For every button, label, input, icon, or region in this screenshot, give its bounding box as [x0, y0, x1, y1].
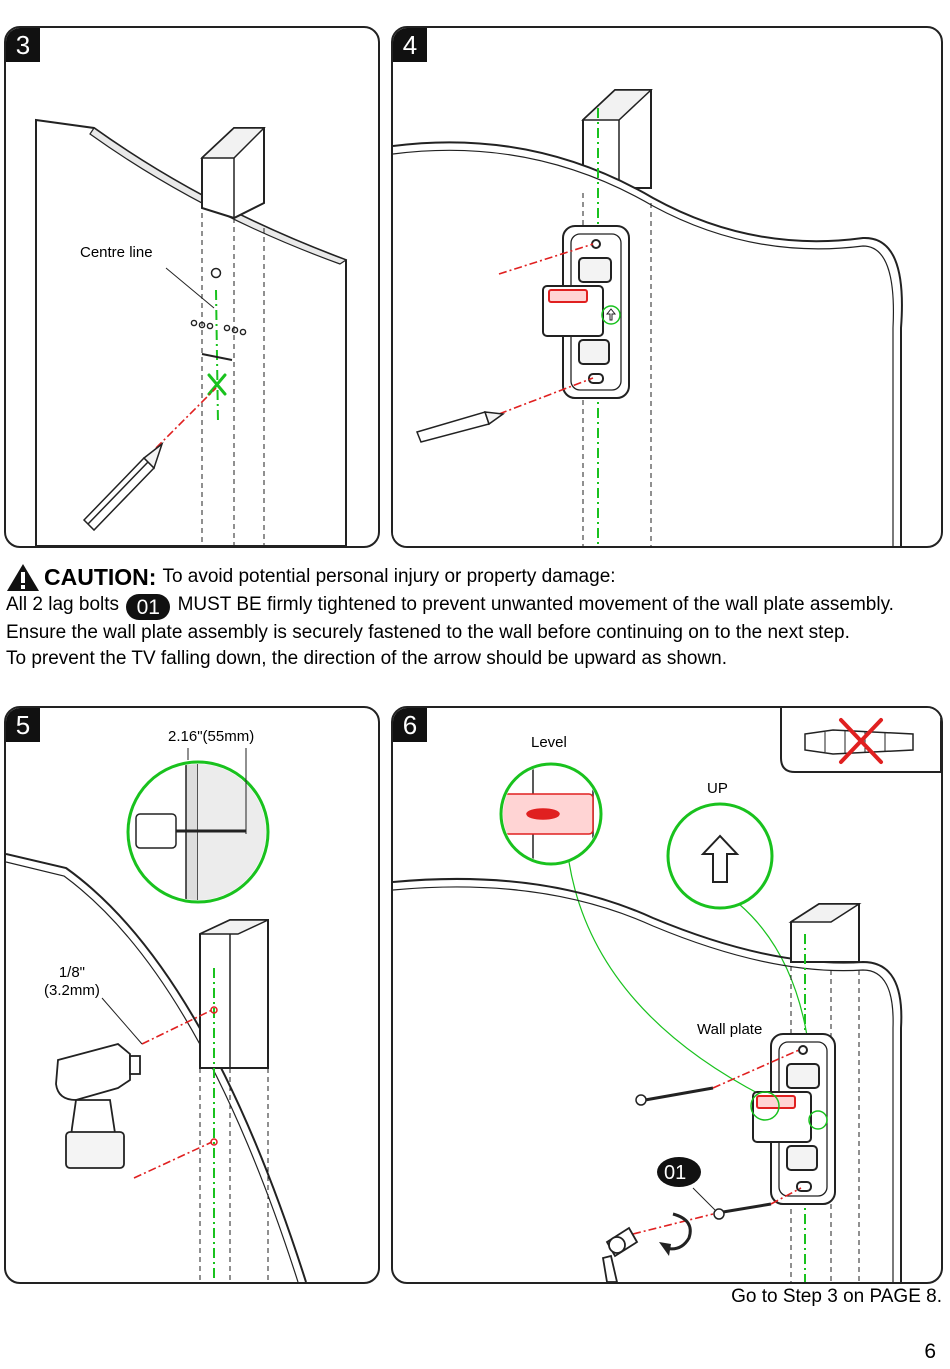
pencil-icon [415, 411, 506, 443]
step-3-panel: 3 Centre line [4, 26, 380, 548]
depth-label: 2.16"(55mm) [168, 728, 255, 745]
step-5-illustration [6, 748, 307, 1282]
socket-wrench-icon [601, 1226, 639, 1282]
caution-block: CAUTION: To avoid potential personal inj… [6, 562, 942, 672]
warning-icon [7, 564, 39, 591]
level-label: Level [531, 734, 567, 751]
next-step-note: Go to Step 3 on PAGE 8. [731, 1286, 942, 1307]
pencil-icon [82, 441, 164, 532]
caution-line1-before: All 2 lag bolts [6, 594, 120, 615]
step-6-illustration [393, 708, 941, 1282]
bolt-badge: 01 [126, 594, 171, 620]
centre-line-label: Centre line [80, 244, 153, 261]
step-3-illustration [35, 118, 348, 546]
caution-subtitle: To avoid potential personal injury or pr… [162, 566, 616, 587]
step-6-panel: 6 [391, 706, 943, 1284]
bit-size-inch: 1/8" [58, 964, 86, 981]
step-5-panel: 5 2.16 [4, 706, 380, 1284]
page-number: 6 [924, 1340, 936, 1363]
anchor-crossed-icon [804, 718, 914, 764]
step-4-illustration [393, 89, 903, 546]
bit-size-mm: (3.2mm) [44, 982, 100, 999]
bit-size-label: 1/8" (3.2mm) [44, 964, 100, 1000]
step-number: 4 [393, 28, 427, 62]
wall-plate-icon [542, 225, 630, 399]
step-number: 5 [6, 708, 40, 742]
step-number: 3 [6, 28, 40, 62]
wall-plate-icon [752, 1033, 836, 1205]
caution-line2: To prevent the TV falling down, the dire… [6, 648, 728, 669]
wall-plate-label: Wall plate [697, 1021, 763, 1038]
rotate-arrow-icon [664, 1212, 692, 1251]
up-arrow-icon [700, 834, 740, 883]
caution-title: CAUTION: [44, 564, 157, 590]
bolt-badge: 01 [664, 1162, 687, 1184]
caution-line1-after: MUST BE firmly tightened to prevent unwa… [6, 594, 894, 643]
caution-paragraph: All 2 lag bolts 01 MUST BE firmly tighte… [6, 592, 942, 646]
step-number: 6 [393, 708, 427, 742]
step-4-panel: 4 [391, 26, 943, 548]
up-label: UP [707, 780, 728, 797]
drill-icon [55, 1043, 141, 1169]
